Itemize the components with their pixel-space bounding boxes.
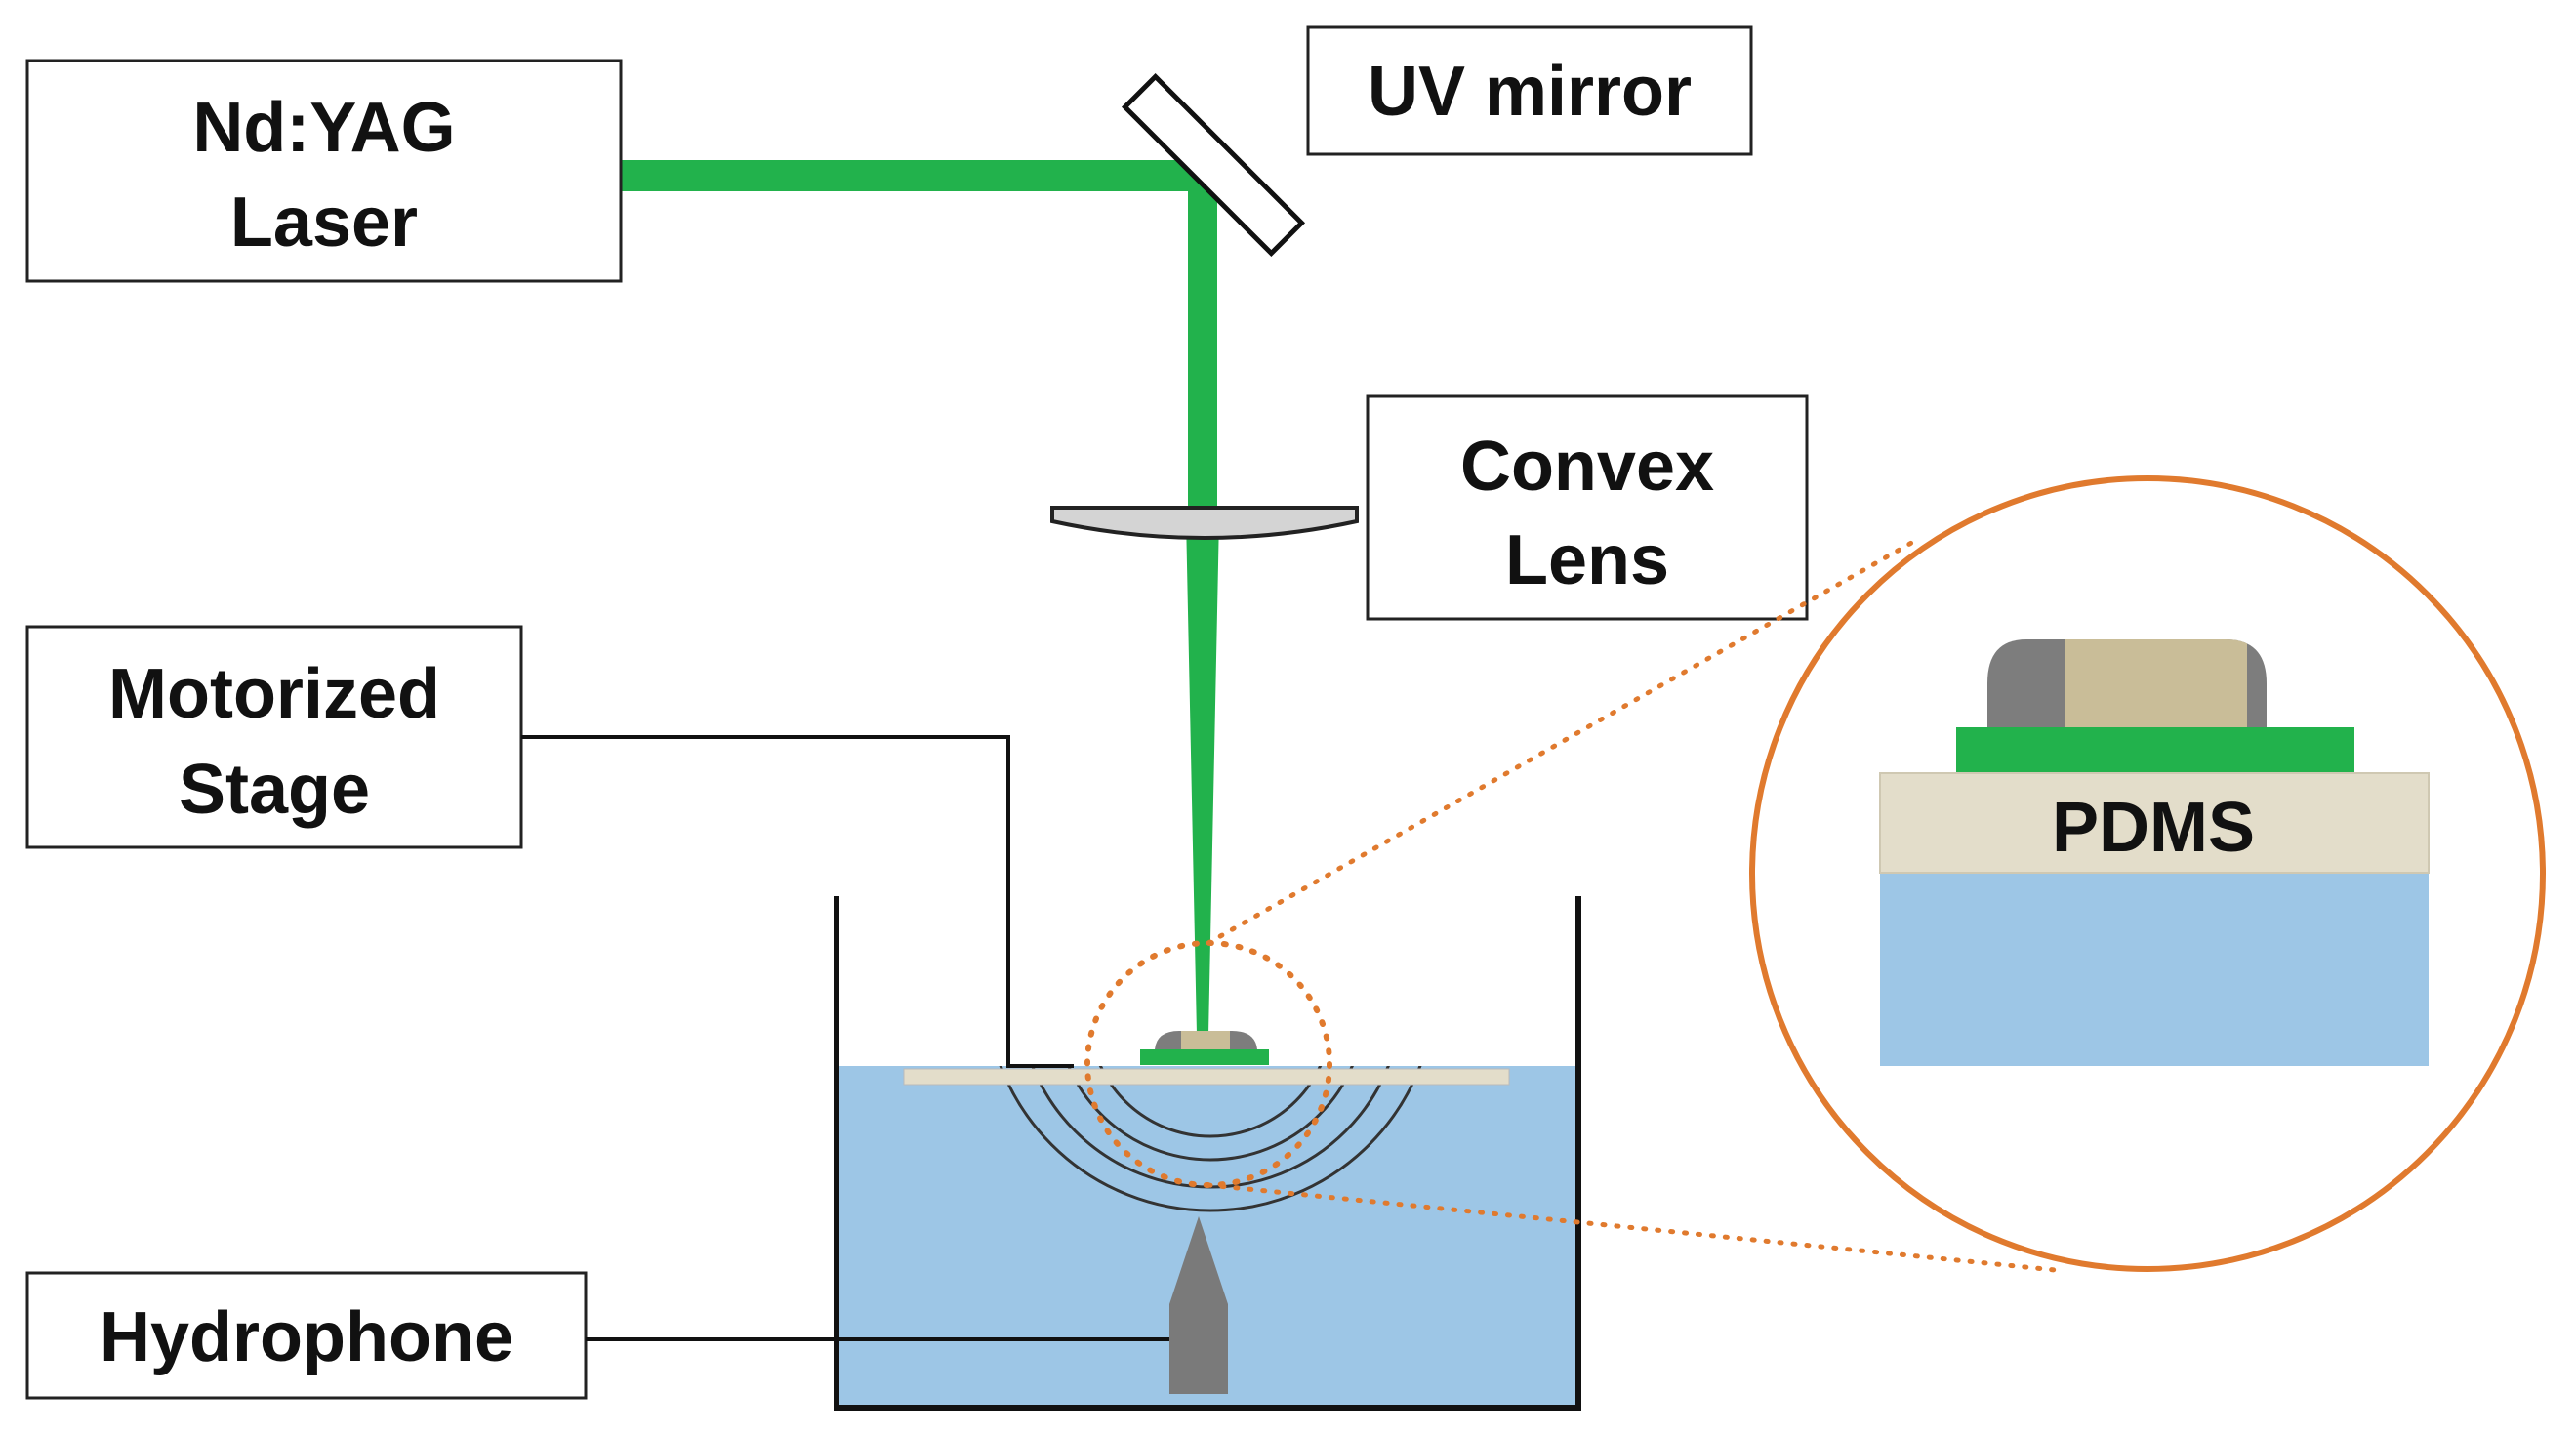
lens-label-line2: Lens	[1505, 521, 1669, 599]
laser-label-line1: Nd:YAG	[192, 89, 455, 167]
inset-absorber	[1956, 727, 2354, 772]
pdms-label: PDMS	[2052, 789, 2255, 867]
beam-vertical	[1188, 160, 1217, 517]
inset-pdms	[1879, 772, 2430, 874]
stage-label-box: Motorized Stage	[25, 625, 523, 849]
hydrophone-probe-icon	[1169, 1216, 1228, 1394]
zoom-leader-upper	[1206, 539, 1916, 946]
beam-horizontal	[621, 160, 1217, 191]
laser-beam	[621, 160, 1219, 1035]
stage-leader-line	[521, 735, 1074, 1068]
beam-focused	[1186, 517, 1219, 1035]
tank-walls	[834, 896, 1581, 1411]
hydrophone-label: Hydrophone	[100, 1298, 513, 1376]
laser-label-box: Nd:YAG Laser	[25, 59, 623, 283]
water-tank	[834, 896, 1581, 1411]
laser-label-line2: Laser	[230, 184, 418, 262]
stage-label-line2: Stage	[179, 751, 370, 829]
sample-mini	[1140, 1031, 1269, 1065]
lens-label-line1: Convex	[1460, 428, 1714, 506]
stage-plate	[903, 1068, 1510, 1086]
zoom-inset-icon: PDMS	[1084, 475, 2546, 1274]
inset-sample	[1987, 639, 2267, 727]
stage-label-line1: Motorized	[108, 655, 440, 733]
convex-lens-icon	[1050, 506, 1359, 540]
hydrophone-label-box: Hydrophone	[25, 1271, 588, 1400]
mirror-label: UV mirror	[1368, 53, 1692, 131]
mirror-label-box: UV mirror	[1306, 25, 1753, 156]
inset-water	[1880, 873, 2429, 1066]
lens-label-box: Convex Lens	[1366, 394, 1809, 621]
uv-mirror-icon	[1121, 72, 1306, 258]
